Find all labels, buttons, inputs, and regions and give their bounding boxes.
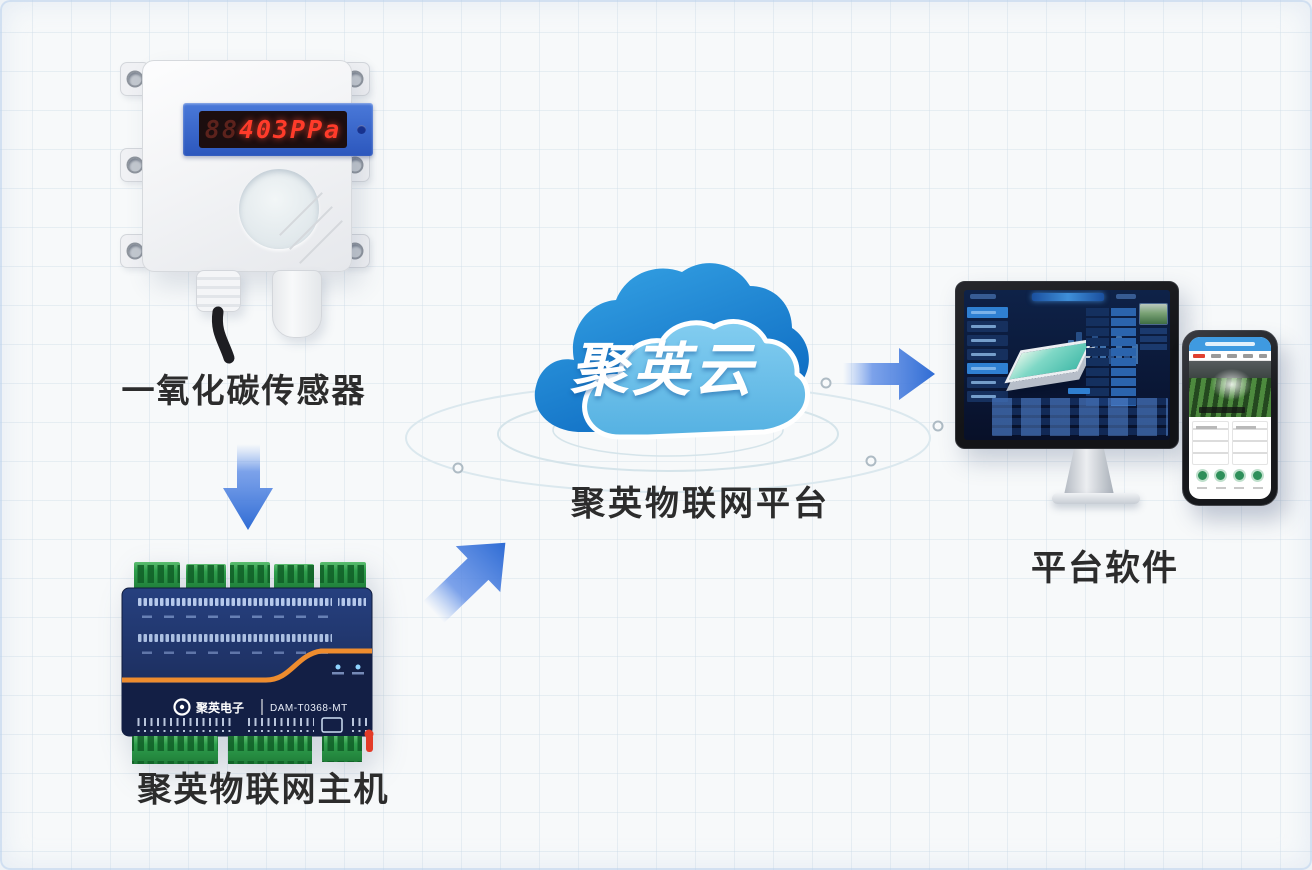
arrow-right-icon xyxy=(843,348,935,400)
phone-tab xyxy=(1243,354,1253,358)
lcd-value: 403PPa xyxy=(238,115,342,144)
platform-label: 平台软件 xyxy=(1030,549,1179,588)
cloud-platform: 聚英云 xyxy=(398,242,946,494)
dashboard-section-chip xyxy=(1068,388,1090,394)
smartphone xyxy=(1182,330,1278,506)
control-icon xyxy=(1232,469,1246,482)
control-icon xyxy=(1195,469,1209,482)
sensor-probe xyxy=(272,270,322,338)
sidebar-row xyxy=(967,363,1008,374)
phone-tab xyxy=(1259,354,1267,358)
dashboard-menu-chip xyxy=(970,294,996,299)
sidebar-row xyxy=(967,349,1008,360)
phone-data-card xyxy=(1192,421,1229,465)
host-label: 聚英物联网主机 xyxy=(137,771,390,809)
sensor-label: 一氧化碳传感器 xyxy=(121,372,367,409)
dashboard-mini-list xyxy=(1140,328,1167,350)
monitor-dashboard-screen xyxy=(964,290,1170,440)
sidebar-row xyxy=(967,307,1008,318)
cable-gland xyxy=(196,270,241,312)
dashboard-sidebar xyxy=(967,307,1008,402)
orbit-nodes xyxy=(452,377,944,474)
monitor-stand-base xyxy=(1052,493,1140,504)
display-indicator-dot xyxy=(357,125,366,134)
terminal-blocks-top xyxy=(134,562,366,590)
phone-tab xyxy=(1227,354,1237,358)
sidebar-row xyxy=(967,335,1008,346)
host-brand-badge: 聚英电子 DAM-T0368-MT xyxy=(173,698,348,716)
dashboard-menu-chip xyxy=(1116,294,1136,299)
phone-app-header xyxy=(1189,337,1271,351)
host-brand-text: 聚英电子 xyxy=(195,700,244,715)
phone-data-card xyxy=(1231,421,1268,465)
phone-control-icons xyxy=(1189,467,1271,482)
cloud-front-shape xyxy=(582,319,810,440)
phone-tab xyxy=(1211,354,1221,358)
sidebar-row xyxy=(967,377,1008,388)
lcd-ghost-digits: 88 xyxy=(204,115,239,144)
cloud-icon: 聚英云 xyxy=(405,263,944,493)
dashboard-3d-greenhouse xyxy=(1004,338,1094,384)
dashboard-camera-thumbnail xyxy=(1140,304,1167,324)
dashboard-status-grid xyxy=(992,398,1168,436)
dashboard-title-bar xyxy=(1032,293,1104,301)
control-icon xyxy=(1214,469,1228,482)
sidebar-row xyxy=(967,321,1008,332)
phone-app-screen xyxy=(1189,337,1271,499)
arrow-up-right-icon xyxy=(423,542,506,623)
ethernet-port xyxy=(321,717,343,733)
control-icon xyxy=(1251,469,1265,482)
cloud-badge-text: 聚英云 xyxy=(570,338,757,403)
phone-data-cards xyxy=(1189,417,1271,467)
orange-stripe xyxy=(122,648,372,683)
desktop-monitor xyxy=(955,281,1179,449)
arrow-down-icon xyxy=(223,444,273,530)
phone-greenhouse-photo xyxy=(1189,361,1271,417)
phone-tab-active xyxy=(1193,354,1205,358)
sidebar-row xyxy=(967,391,1008,402)
terminal-blocks-bottom xyxy=(132,736,362,764)
cloud-label: 聚英物联网平台 xyxy=(571,485,830,523)
monitor-stand-neck xyxy=(1064,449,1114,495)
iot-host-board: 聚英电子 DAM-T0368-MT xyxy=(121,562,374,764)
dashboard-data-table xyxy=(1086,308,1136,406)
platform-devices xyxy=(950,278,1290,518)
iot-host-device: 聚英电子 DAM-T0368-MT xyxy=(116,560,406,772)
phone-tab-row xyxy=(1189,351,1271,361)
host-model-text: DAM-T0368-MT xyxy=(270,703,348,714)
antenna-connector xyxy=(364,729,374,752)
